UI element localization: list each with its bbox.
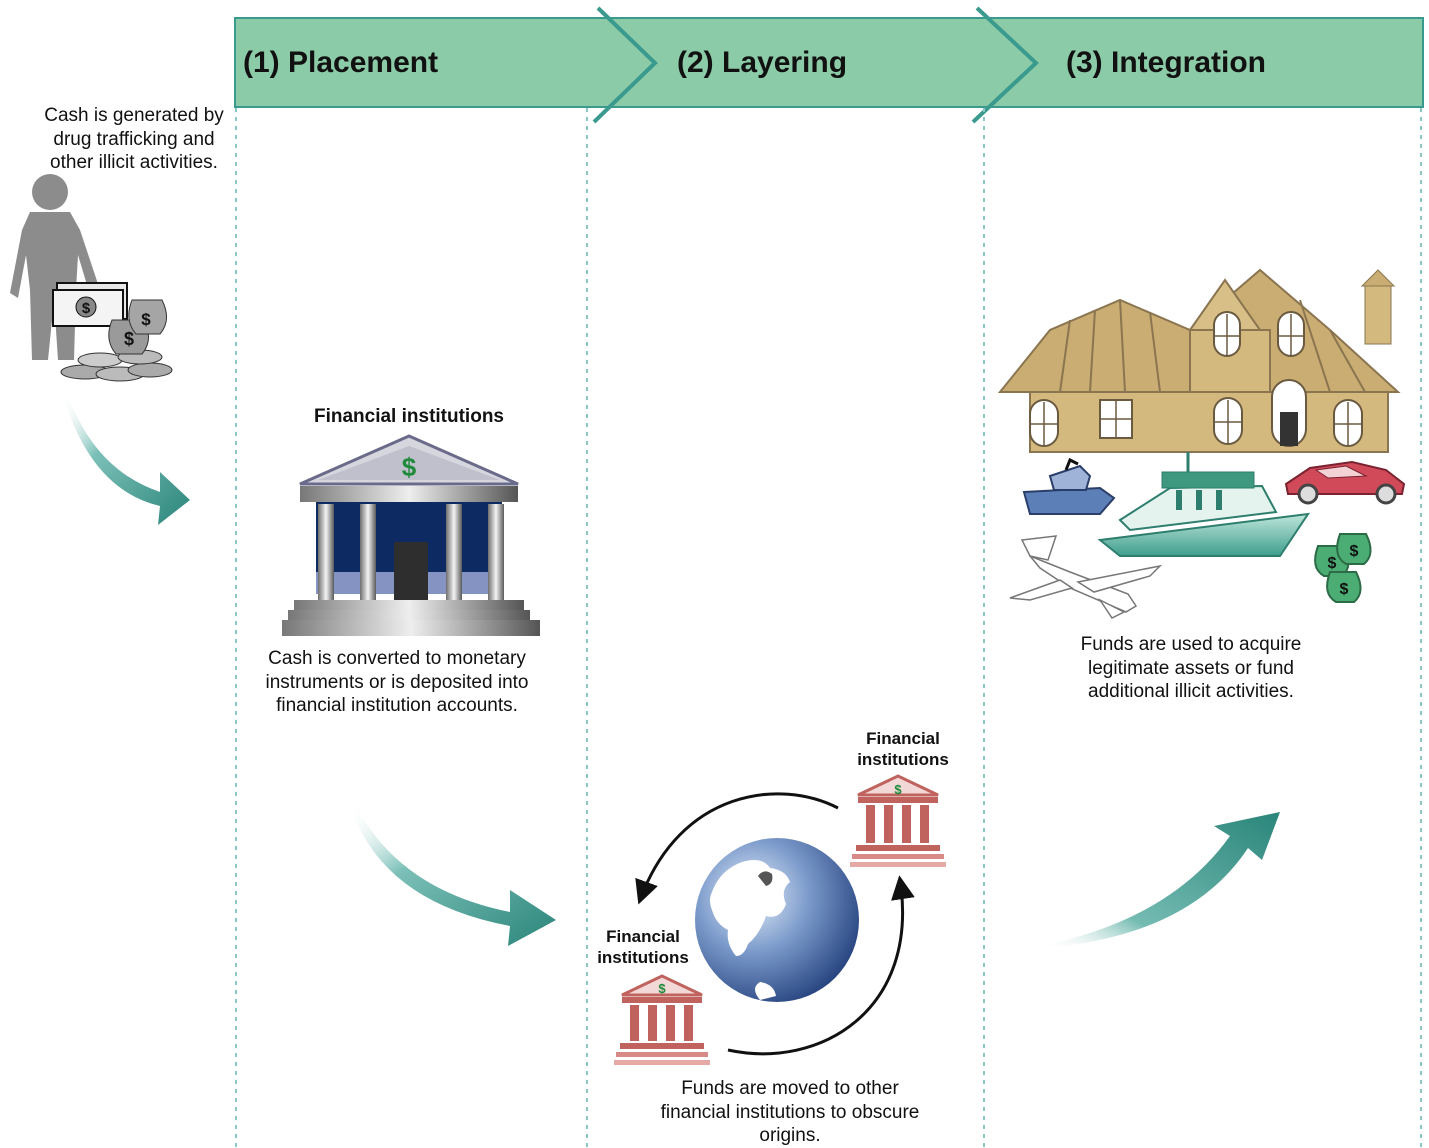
bank-icon: $ (850, 774, 946, 867)
bank-icon: $ (282, 434, 540, 636)
svg-text:$: $ (82, 300, 91, 317)
layering-bank-right-label: Financial institutions (857, 729, 949, 769)
jet-ski-icon (1022, 457, 1116, 515)
placement-title: Financial institutions (313, 406, 504, 427)
flow-arrow-3 (1040, 812, 1280, 948)
flow-arrow-2 (352, 806, 556, 946)
svg-text:$: $ (124, 329, 134, 349)
house-icon (997, 268, 1401, 453)
person-icon (10, 174, 100, 360)
svg-text:$: $ (1328, 555, 1337, 572)
globe-icon (695, 838, 859, 1002)
airplane-icon (1009, 535, 1163, 619)
svg-text:$: $ (1350, 543, 1359, 560)
svg-text:$: $ (402, 452, 417, 482)
bank-icon: $ (614, 974, 710, 1065)
svg-text:$: $ (1340, 581, 1349, 598)
svg-text:$: $ (141, 310, 151, 329)
flow-arrow-1 (64, 395, 190, 525)
svg-text:$: $ (658, 981, 666, 996)
stage-label-integration: (3) Integration (1066, 46, 1266, 79)
source-description: Cash is generated by drug trafficking an… (44, 105, 224, 173)
cycle-arrow-bottom (727, 875, 915, 1056)
cycle-arrow-top (635, 792, 839, 905)
yacht-icon (1097, 452, 1311, 557)
svg-text:$: $ (894, 782, 902, 797)
money-icon: $ $ $ (52, 282, 173, 382)
layering-description: Funds are moved to other financial insti… (660, 1078, 920, 1146)
money-bags-icon: $ $ $ (1328, 543, 1359, 598)
placement-description: Cash is converted to monetary instrument… (265, 648, 529, 716)
stage-banner (234, 6, 1424, 124)
stage-dividers (235, 108, 1422, 1148)
integration-description: Funds are used to acquire legitimate ass… (1080, 634, 1302, 702)
stage-label-placement: (1) Placement (243, 46, 439, 79)
money-bags-icon (1314, 533, 1372, 603)
stage-label-layering: (2) Layering (677, 46, 848, 79)
sports-car-icon (1284, 460, 1406, 505)
layering-bank-left-label: Financial institutions (597, 927, 689, 967)
